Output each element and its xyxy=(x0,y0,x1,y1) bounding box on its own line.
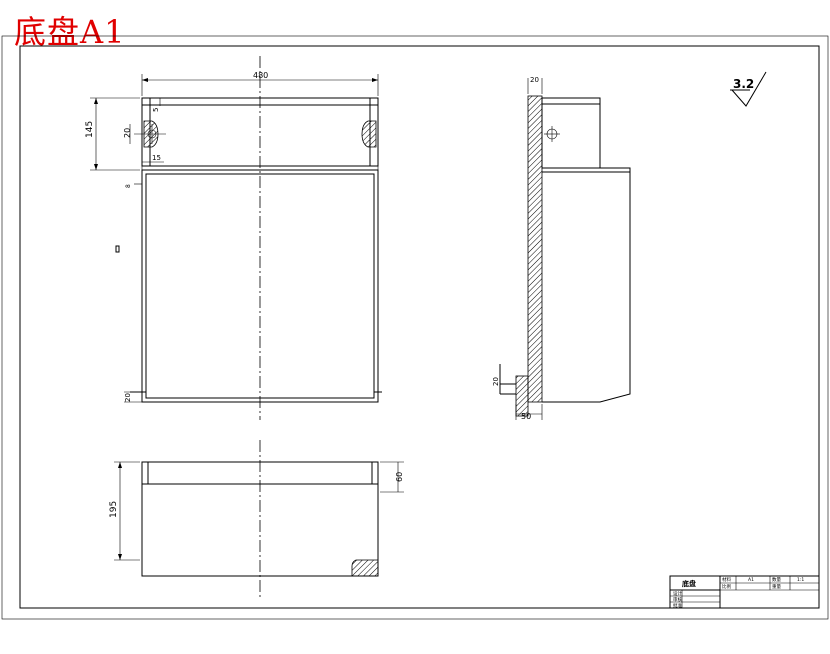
dim-side-50: 50 xyxy=(521,412,531,421)
outer-border xyxy=(1,35,829,620)
dim-60: 60 xyxy=(395,472,404,482)
dim-20-bottom: 20 xyxy=(124,393,132,402)
roughness-value: 3.2 xyxy=(733,77,754,91)
mid-value-material: A1 xyxy=(748,577,754,583)
mid-label-material: 材料 xyxy=(722,576,731,583)
row-label-design: 设计 xyxy=(673,590,682,597)
front-view: 480 145 20 5 15 8 20 xyxy=(85,56,382,420)
row-label-review: 审核 xyxy=(673,596,682,603)
drawing-title: 底盘A1 xyxy=(14,13,126,51)
row-label-approve: 批准 xyxy=(673,602,682,609)
dim-480: 480 xyxy=(253,71,268,80)
side-view: 20 20 50 xyxy=(492,76,631,421)
dim-145: 145 xyxy=(85,121,95,138)
top-view: 195 60 xyxy=(109,440,404,600)
dim-side-20-bottom: 20 xyxy=(492,377,500,386)
right-value-scale: 1:1 xyxy=(797,577,804,583)
right-label-weight: 重量 xyxy=(772,583,781,590)
dim-8: 8 xyxy=(125,184,132,188)
right-label-qty: 数量 xyxy=(772,576,781,583)
dim-195: 195 xyxy=(109,501,119,518)
dim-5: 5 xyxy=(152,108,160,112)
dim-20-hole: 20 xyxy=(123,128,132,138)
title-block: 底盘 设计 审核 批准 材料 比例 A1 数量 重量 1:1 xyxy=(669,575,820,609)
mid-label-scale: 比例 xyxy=(722,583,731,590)
inner-frame xyxy=(19,45,820,609)
dim-15: 15 xyxy=(152,154,161,162)
part-name: 底盘 xyxy=(682,579,696,588)
dim-side-20-top: 20 xyxy=(530,76,539,84)
roughness-symbol: 3.2 xyxy=(730,71,767,107)
